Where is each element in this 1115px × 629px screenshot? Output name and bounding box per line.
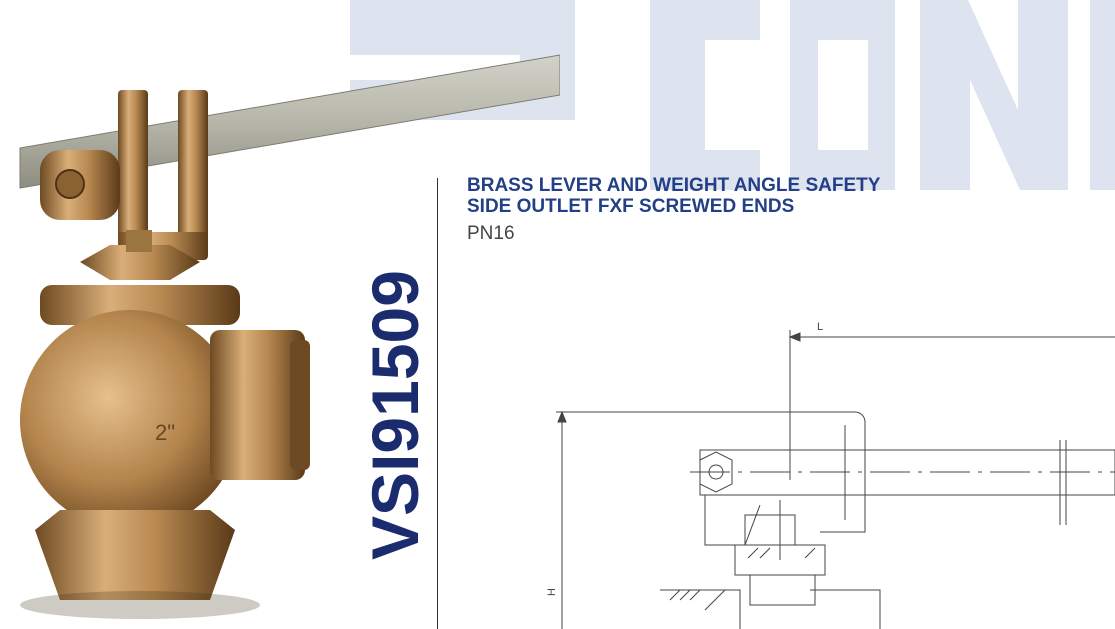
title-line-2: SIDE OUTLET FXF SCREWED ENDS [467,196,795,217]
casting-mark: 2" [155,420,175,445]
technical-drawing: L H [546,321,1115,629]
title-line-1: BRASS LEVER AND WEIGHT ANGLE SAFETY [467,175,881,196]
dimension-label-H: H [546,588,558,596]
divider-line [437,178,438,629]
product-code: VSI91509 [358,270,432,560]
valve-photo: 2" [19,54,560,619]
dimension-label-L: L [817,321,823,333]
product-title: BRASS LEVER AND WEIGHT ANGLE SAFETY SIDE… [467,175,880,217]
pressure-rating: PN16 [467,223,515,244]
